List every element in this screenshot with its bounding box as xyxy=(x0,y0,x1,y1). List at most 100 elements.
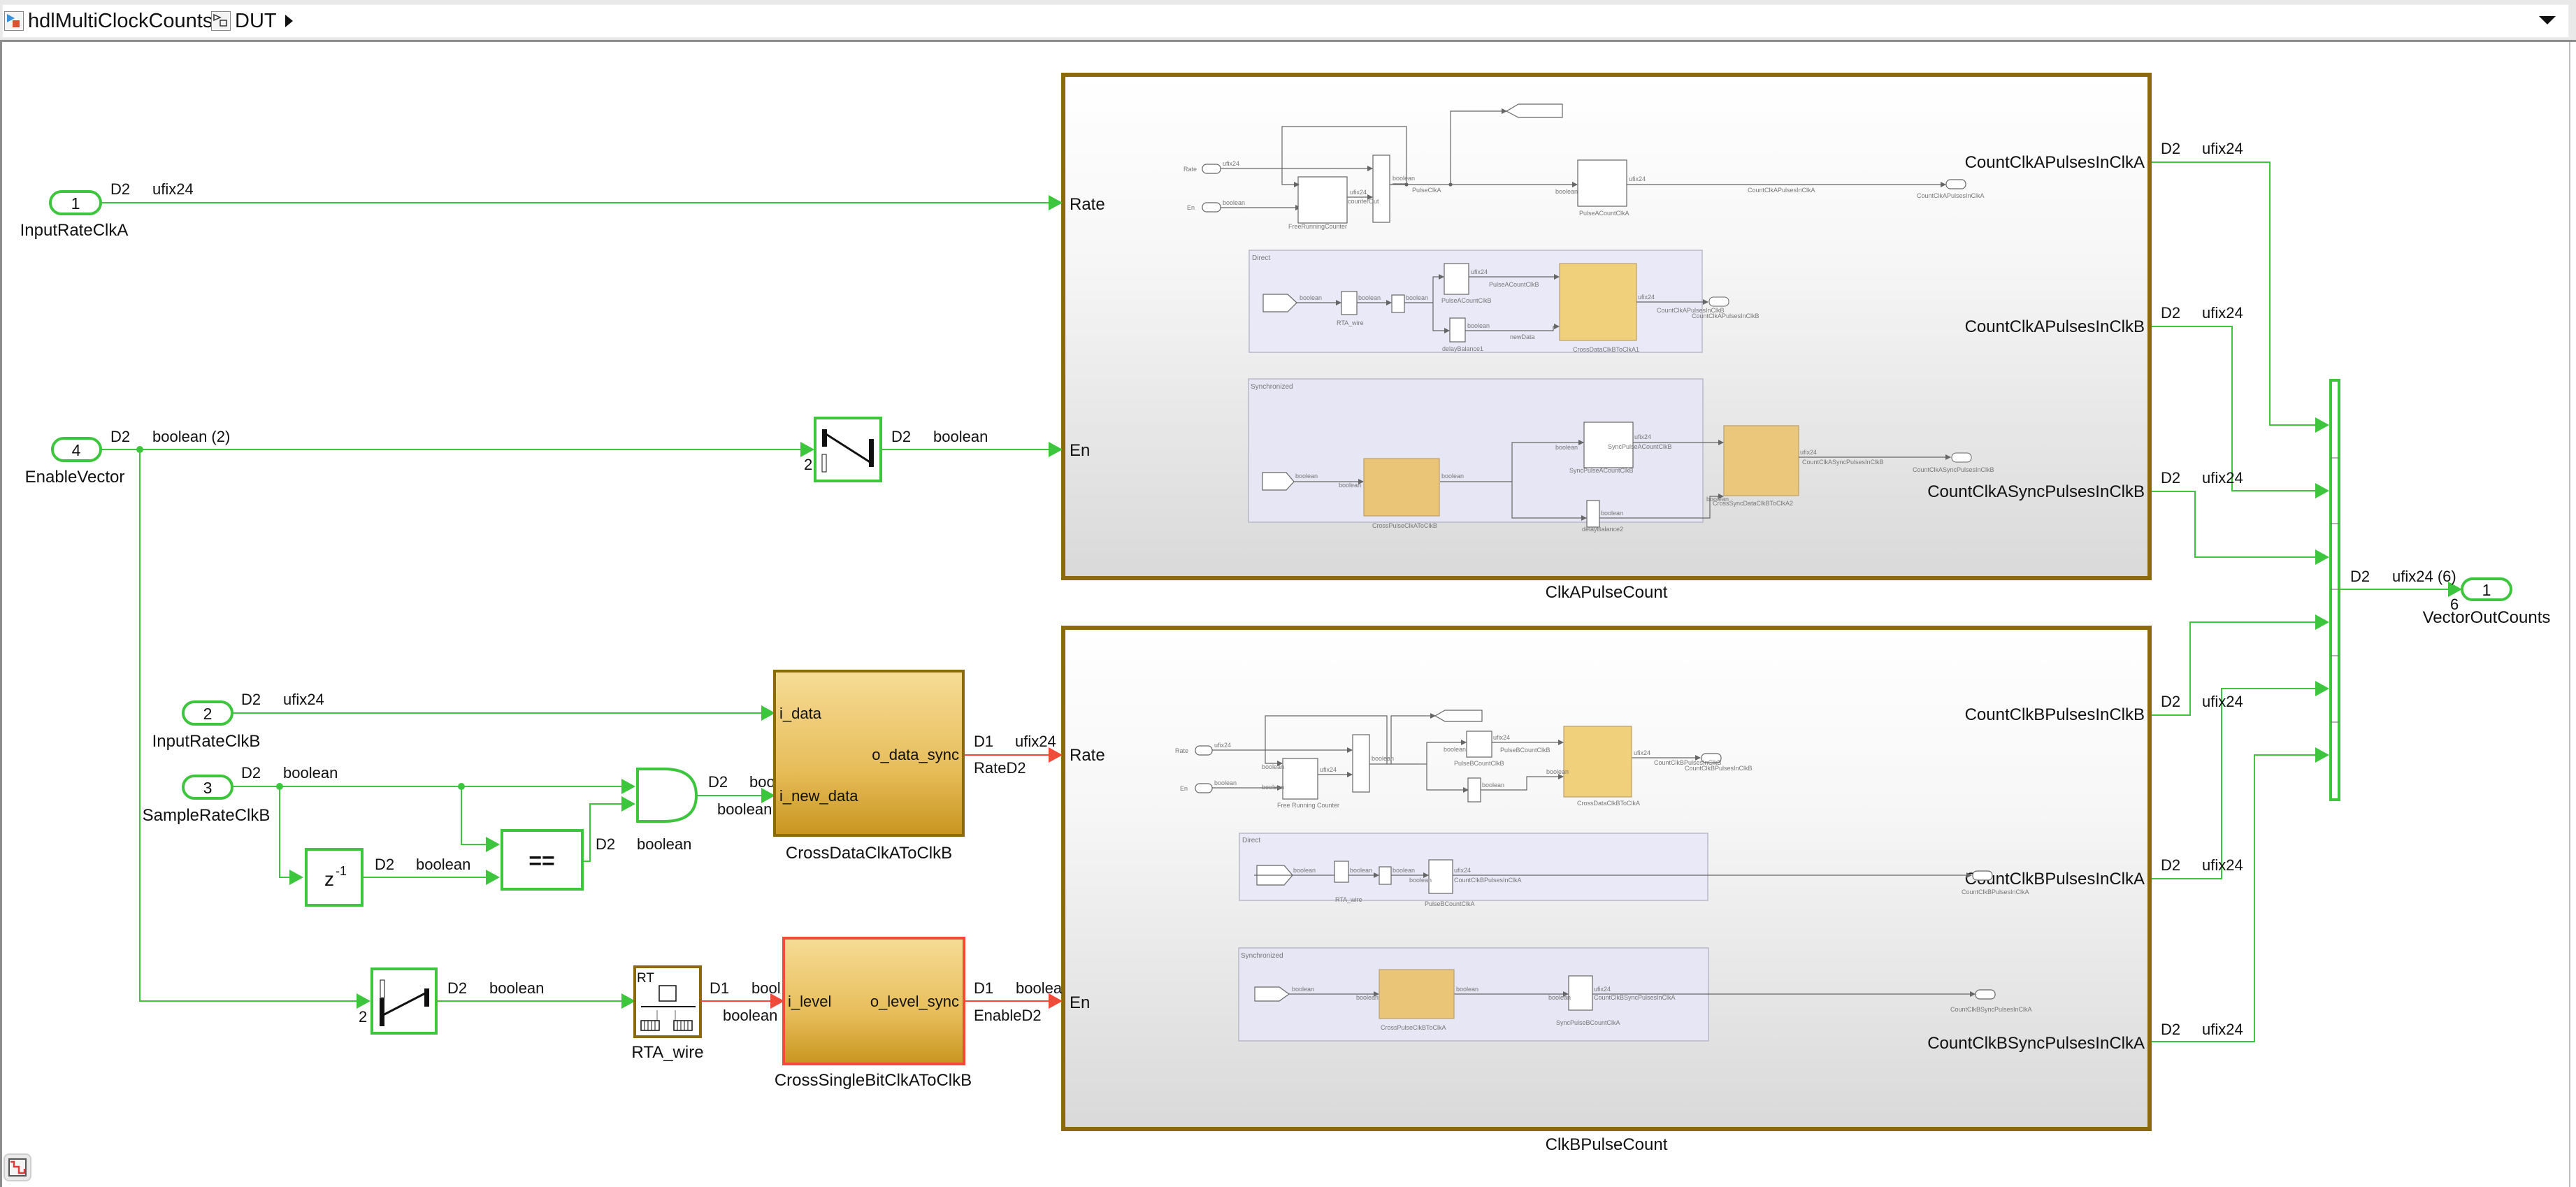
signal-type-label: ufix24 xyxy=(2202,1021,2243,1038)
signal-type-label: bool xyxy=(751,979,781,997)
branch-point xyxy=(458,783,465,790)
signal-name-label: RateD2 xyxy=(974,759,1026,777)
block-name-label: RTA_wire xyxy=(631,1043,703,1062)
unit-delay-block[interactable]: z -1 xyxy=(305,848,364,907)
svg-text:CountClkBPulsesInClkB: CountClkBPulsesInClkB xyxy=(1654,759,1722,766)
signal-type-label: boolean (2) xyxy=(152,428,230,445)
sample-time-legend-button[interactable] xyxy=(3,1153,31,1181)
svg-text:boolean: boolean xyxy=(1482,782,1504,789)
clkA-inner-preview xyxy=(1202,103,1966,224)
svg-text:CrossDataClkBToClkA: CrossDataClkBToClkA xyxy=(1577,800,1640,807)
rate-transition-block[interactable]: RT xyxy=(633,965,702,1038)
svg-text:CountClkASyncPulsesInClkB: CountClkASyncPulsesInClkB xyxy=(1913,466,1994,473)
signal-type-label: boolea xyxy=(1016,979,1063,997)
inport-input-rate-clkA[interactable]: 1 xyxy=(49,190,102,215)
svg-text:CountClkBSyncPulsesInClkA: CountClkBSyncPulsesInClkA xyxy=(1950,1006,2032,1013)
signal-type-label: ufix24 xyxy=(2202,693,2243,710)
inner-pulse-count-clkA xyxy=(1577,159,1627,207)
clkB-inner-preview xyxy=(1195,710,1722,803)
svg-text:delayBalance2: delayBalance2 xyxy=(1582,526,1623,533)
clkA-outport-3-label: CountClkASyncPulsesInClkB xyxy=(1927,482,2145,501)
clkA-cross-data-preview: ufix24 CrossDataClkBToClkA1 CountClkAPul… xyxy=(1559,263,1760,353)
inner-free-running-counter xyxy=(1297,176,1348,224)
inner-inport-rate xyxy=(1202,164,1221,174)
svg-text:PulseBCountClkB: PulseBCountClkB xyxy=(1500,747,1550,754)
signal-type-label: boolean xyxy=(723,1007,777,1024)
breadcrumb-item-dut[interactable]: DUT xyxy=(211,5,300,37)
signal-dim-label: D2 xyxy=(110,428,130,445)
signal-dim-label: D2 xyxy=(596,835,615,853)
clkA-inport-en-label: En xyxy=(1070,441,1090,460)
svg-text:SyncPulseACountClkB: SyncPulseACountClkB xyxy=(1608,443,1672,450)
svg-text:boolean: boolean xyxy=(1293,867,1316,874)
outport-vector-out-counts[interactable]: 1 xyxy=(2461,577,2512,601)
svg-text:boolean: boolean xyxy=(1262,784,1284,791)
model-icon xyxy=(4,11,24,31)
svg-text:boolean: boolean xyxy=(1409,877,1432,884)
inport-enable-vector[interactable]: 4 xyxy=(51,437,102,462)
equal-operator-label: == xyxy=(528,848,554,873)
sample-rate-wiring[interactable] xyxy=(232,779,635,885)
cross-single-bit-clkA-to-clkB-block[interactable]: i_level o_level_sync xyxy=(782,937,965,1065)
subsystem-icon xyxy=(211,11,231,31)
inner-frc-label: FreeRunningCounter xyxy=(1288,223,1347,230)
inport-input-rate-clkB[interactable]: 2 xyxy=(182,700,233,726)
inner-inport-en xyxy=(1202,202,1221,213)
svg-text:boolean: boolean xyxy=(1393,867,1415,874)
svg-text:boolean: boolean xyxy=(1372,755,1394,762)
inport-sample-rate-clkB[interactable]: 3 xyxy=(182,775,233,800)
port-label: i_data xyxy=(779,705,822,722)
signal-dim-label: D2 xyxy=(2161,304,2180,322)
logical-and-block[interactable] xyxy=(636,768,698,823)
svg-text:Rate: Rate xyxy=(1175,747,1188,754)
svg-text:ufix24: ufix24 xyxy=(1638,294,1655,301)
breadcrumb-separator-icon[interactable] xyxy=(285,15,293,27)
svg-text:RTA_wire: RTA_wire xyxy=(1335,896,1362,903)
signal-type-label: ufix24 xyxy=(2202,469,2243,487)
svg-text:boolean: boolean xyxy=(1356,994,1379,1001)
svg-text:En: En xyxy=(1180,785,1188,792)
subsystem-clkB-pulse-count[interactable]: Rate En CountClkBPulsesInClkB CountClkBP… xyxy=(1061,626,2152,1131)
clkB-outport-1-label: CountClkBPulsesInClkB xyxy=(1965,705,2145,724)
signal-type-label: boolean xyxy=(416,856,470,873)
selector-block-1[interactable] xyxy=(814,417,882,482)
inport-number: 1 xyxy=(71,194,80,213)
svg-text:CrossSyncDataClkBToClkA2: CrossSyncDataClkBToClkA2 xyxy=(1713,500,1793,507)
svg-text:CountClkAPulsesInClkB: CountClkAPulsesInClkB xyxy=(1657,307,1725,314)
svg-text:PulseACountClkB: PulseACountClkB xyxy=(1489,281,1539,288)
signal-line[interactable] xyxy=(582,796,635,862)
inner-type-text: ufix24 xyxy=(1223,160,1239,167)
inport-name-label: SampleRateClkB xyxy=(143,806,271,825)
vertical-scrollbar[interactable] xyxy=(2569,42,2576,1187)
inner-type-text: boolean xyxy=(1393,175,1415,182)
svg-text:CrossDataClkBToClkA1: CrossDataClkBToClkA1 xyxy=(1573,346,1639,353)
selector-index-label: 2 xyxy=(359,1008,367,1026)
synchronized-area-label: Synchronized xyxy=(1251,383,1293,391)
port-label: i_new_data xyxy=(779,787,858,805)
relational-operator-block[interactable]: == xyxy=(501,829,584,891)
signal-type-label: ufix24 xyxy=(2202,856,2243,874)
mux-block[interactable] xyxy=(2329,379,2340,801)
svg-text:boolean: boolean xyxy=(1262,763,1284,770)
svg-text:CrossPulseClkBToClkA: CrossPulseClkBToClkA xyxy=(1381,1024,1446,1031)
output-wiring[interactable] xyxy=(2152,161,2462,1042)
signal-line[interactable] xyxy=(139,449,370,1009)
subsystem-clkA-pulse-count[interactable]: Rate En CountClkAPulsesInClkA CountClkAP… xyxy=(1061,0,2152,580)
signal-type-label: boolean xyxy=(637,835,691,853)
svg-text:boolean: boolean xyxy=(1546,768,1569,775)
outport-number: 1 xyxy=(2482,581,2491,599)
inner-en-text: En xyxy=(1187,204,1195,211)
breadcrumb-dropdown-icon[interactable] xyxy=(2539,16,2556,24)
inner-counterout-label: counterOut xyxy=(1348,198,1379,205)
signal-dim-label: D2 xyxy=(2161,856,2180,874)
signal-dim-label: D1 xyxy=(710,979,729,997)
svg-text:boolean: boolean xyxy=(1456,986,1478,993)
clkB-synchronized-area: Synchronized boolean boolean boolean Cro… xyxy=(1238,947,2032,1042)
svg-text:CountClkBPulsesInClkA: CountClkBPulsesInClkA xyxy=(1454,877,1522,884)
breadcrumb-label-model: hdlMultiClockCounts xyxy=(28,9,213,32)
svg-text:PulseACountClkB: PulseACountClkB xyxy=(1441,297,1492,304)
selector-block-2[interactable] xyxy=(370,967,438,1035)
inport-number: 3 xyxy=(203,779,213,797)
cross-data-clkA-to-clkB-block[interactable]: i_data i_new_data o_data_sync xyxy=(773,670,965,837)
inner-type-text: boolean xyxy=(1555,188,1578,195)
